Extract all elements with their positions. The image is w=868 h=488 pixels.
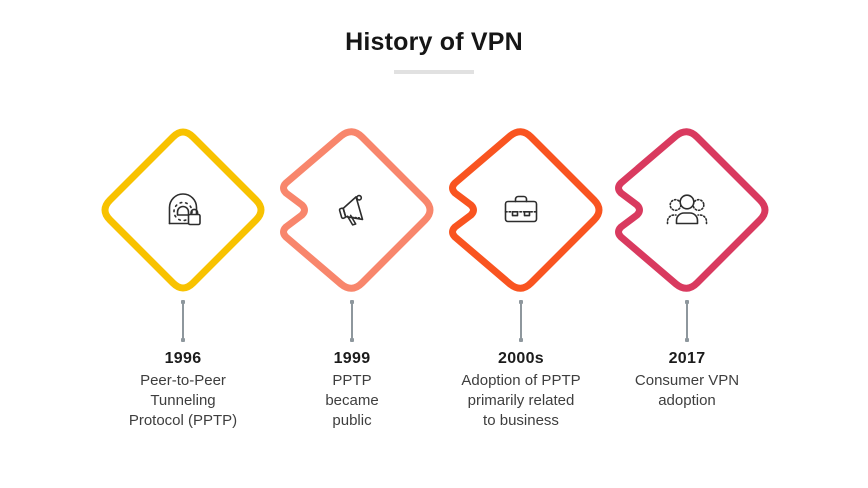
connector-line [519,300,523,342]
timeline-label: 2017 Consumer VPN adoption [592,350,782,411]
page-title: History of VPN [345,28,523,56]
description-line: to business [483,412,559,429]
year-text: 2017 [668,350,706,367]
description-line: Adoption of PPTP [461,372,581,389]
connector-line [181,300,185,342]
timeline-label: 2000s Adoption of PPTP primarily related… [426,350,616,431]
connector-line [685,300,689,342]
description-line: Protocol (PPTP) [128,412,238,429]
description-line: PPTP [332,372,372,389]
diamond-border [280,128,434,292]
year-text: 2000s [498,350,544,367]
tunnel-lock-icon [168,193,201,226]
description-line: Consumer VPN [634,372,740,389]
description-line: became [325,392,379,409]
description-line: Peer-to-Peer [140,372,226,389]
title-underline [394,70,474,74]
diamond-shape [615,128,769,292]
year-text: 1996 [164,350,202,367]
diamond-border [615,128,769,292]
year-text: 1999 [333,350,371,367]
description-line: Tunneling [150,392,216,409]
diamond-shape [101,128,265,292]
diamond-border [449,128,603,292]
people-icon [666,194,708,225]
timeline-label: 1999 PPTP became public [257,350,447,431]
timeline-label: 1996 Peer-to-Peer Tunneling Protocol (PP… [88,350,278,431]
description-line: public [332,412,372,429]
connector-line [350,300,354,342]
diamond-shape [280,128,434,292]
diamond-border [101,128,265,292]
diamond-shape [449,128,603,292]
briefcase-icon [504,195,538,223]
megaphone-icon [338,194,364,226]
description-line: adoption [658,392,716,409]
description-line: primarily related [467,392,575,409]
